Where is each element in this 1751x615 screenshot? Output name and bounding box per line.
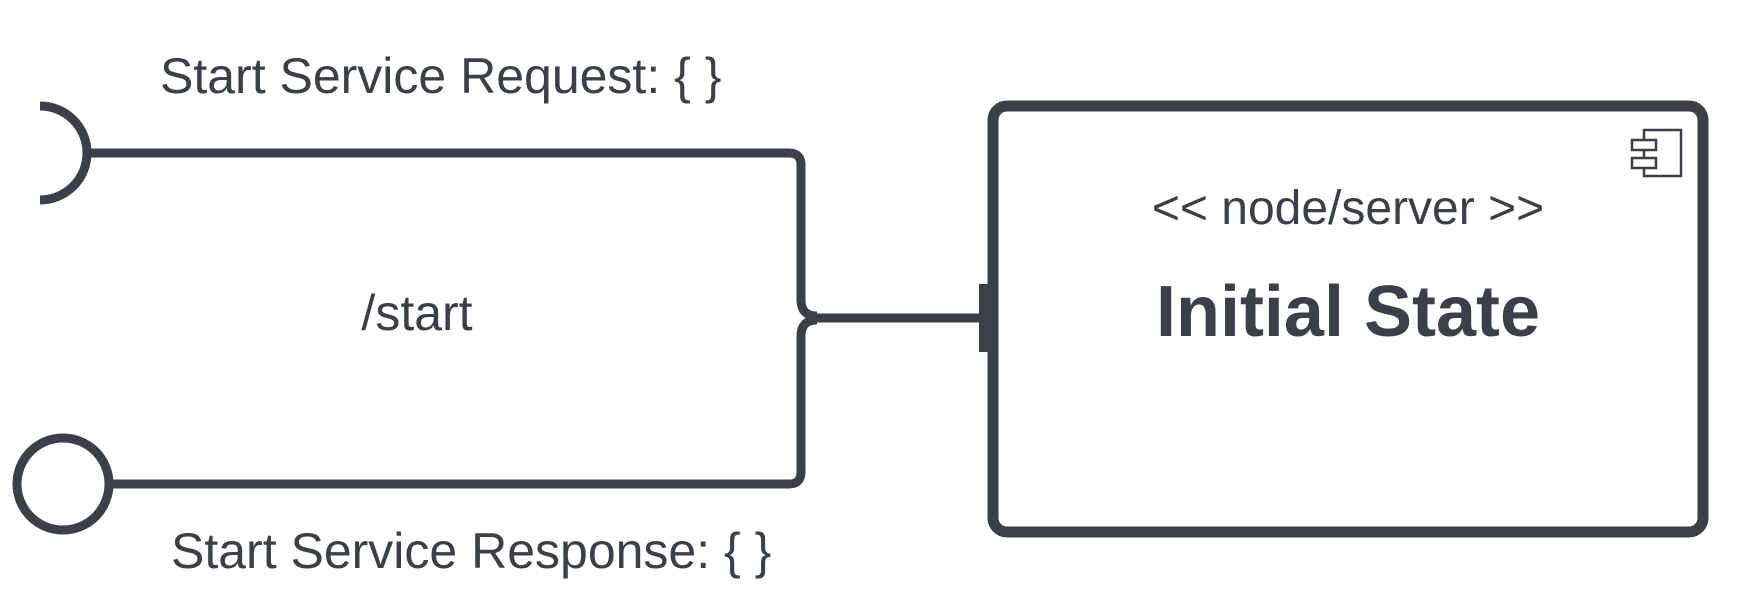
component-name: Initial State	[1156, 272, 1540, 352]
component-box	[987, 100, 1709, 538]
provided-interface-lollipop	[12, 433, 114, 535]
request-label: Start Service Request: { }	[160, 48, 721, 104]
response-label: Start Service Response: { }	[171, 523, 771, 579]
request-connector	[86, 148, 818, 321]
required-interface-socket	[39, 101, 92, 205]
component-stereotype: << node/server >>	[1152, 182, 1544, 235]
uml-component-icon	[1630, 128, 1683, 178]
response-connector	[109, 315, 818, 489]
endpoint-label: /start	[361, 285, 472, 341]
